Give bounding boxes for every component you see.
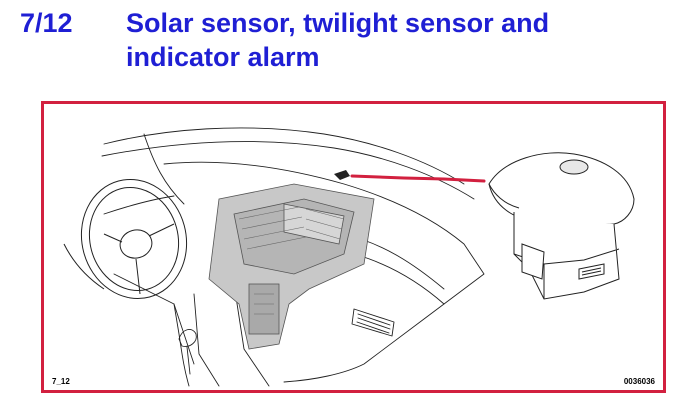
figure-label-left: 7_12	[52, 377, 70, 386]
steering-wheel-icon	[63, 179, 188, 299]
dashboard-outline-icon	[103, 127, 465, 185]
climate-unit-drawing	[208, 183, 375, 350]
figure-label-right: 0036036	[623, 377, 655, 386]
dash-sensor-icon	[334, 170, 350, 180]
figure-illustration	[63, 127, 635, 387]
section-number: 7/12	[20, 8, 73, 38]
sensor-drawing	[488, 152, 635, 300]
pointer-line-icon	[350, 174, 486, 183]
figure-frame: 7_12 0036036	[41, 101, 666, 393]
page-title-line-2: indicator alarm	[126, 42, 320, 72]
page-title: Solar sensor, twilight sensor and indica…	[126, 6, 549, 74]
page-title-line-1: Solar sensor, twilight sensor and	[126, 8, 550, 38]
